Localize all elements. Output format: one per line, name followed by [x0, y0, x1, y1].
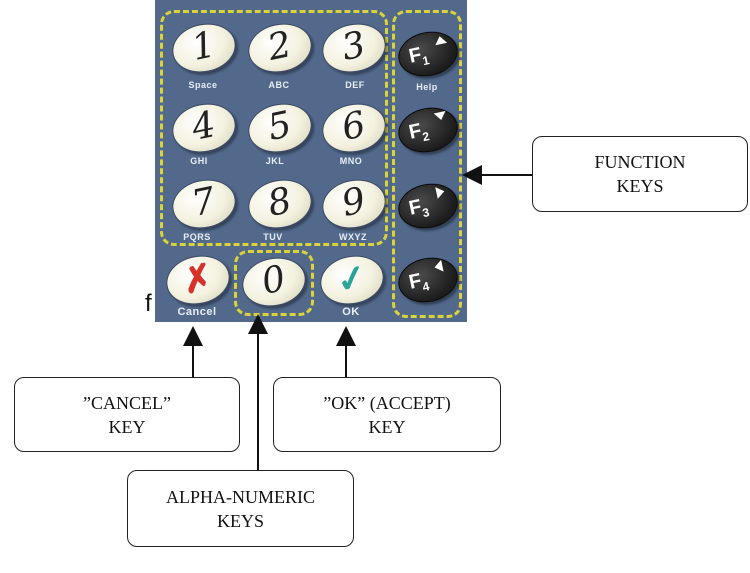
callout-line: KEYS	[216, 510, 264, 531]
callout-line: ”OK” (ACCEPT)	[323, 392, 451, 413]
key-sublabel: WXYZ	[339, 232, 367, 242]
callout-line: ALPHA-NUMERIC	[165, 486, 315, 507]
numeric-keys-outline	[160, 10, 388, 246]
function-keys-outline	[392, 10, 462, 318]
key-sublabel: JKL	[265, 156, 285, 166]
callout-line: KEYS	[616, 176, 664, 196]
ok-key-callout: ”OK” (ACCEPT) KEY	[273, 377, 501, 452]
key-sublabel: OK	[342, 306, 360, 318]
key-sublabel: Help	[416, 82, 438, 92]
key-sublabel: MNO	[339, 156, 363, 166]
stray-letter: f	[145, 290, 152, 317]
key-sublabel: DEF	[345, 80, 365, 90]
key-sublabel: TUV	[263, 232, 283, 242]
cancel-key-callout: ”CANCEL” KEY	[14, 377, 240, 452]
callout-line: KEY	[368, 416, 406, 437]
function-keys-callout: FUNCTION KEYS	[532, 136, 748, 212]
key-sublabel: Cancel	[177, 306, 217, 318]
zero-key-outline	[234, 250, 314, 316]
callout-line: ”CANCEL”	[83, 392, 171, 413]
key-sublabel: GHI	[190, 156, 208, 166]
key-sublabel: Space	[188, 80, 218, 90]
callout-line: KEY	[108, 416, 146, 437]
callout-line: FUNCTION	[594, 152, 686, 172]
alpha-numeric-keys-callout: ALPHA-NUMERIC KEYS	[127, 470, 354, 547]
key-sublabel: PQRS	[183, 232, 211, 242]
key-sublabel: ABC	[268, 80, 290, 90]
